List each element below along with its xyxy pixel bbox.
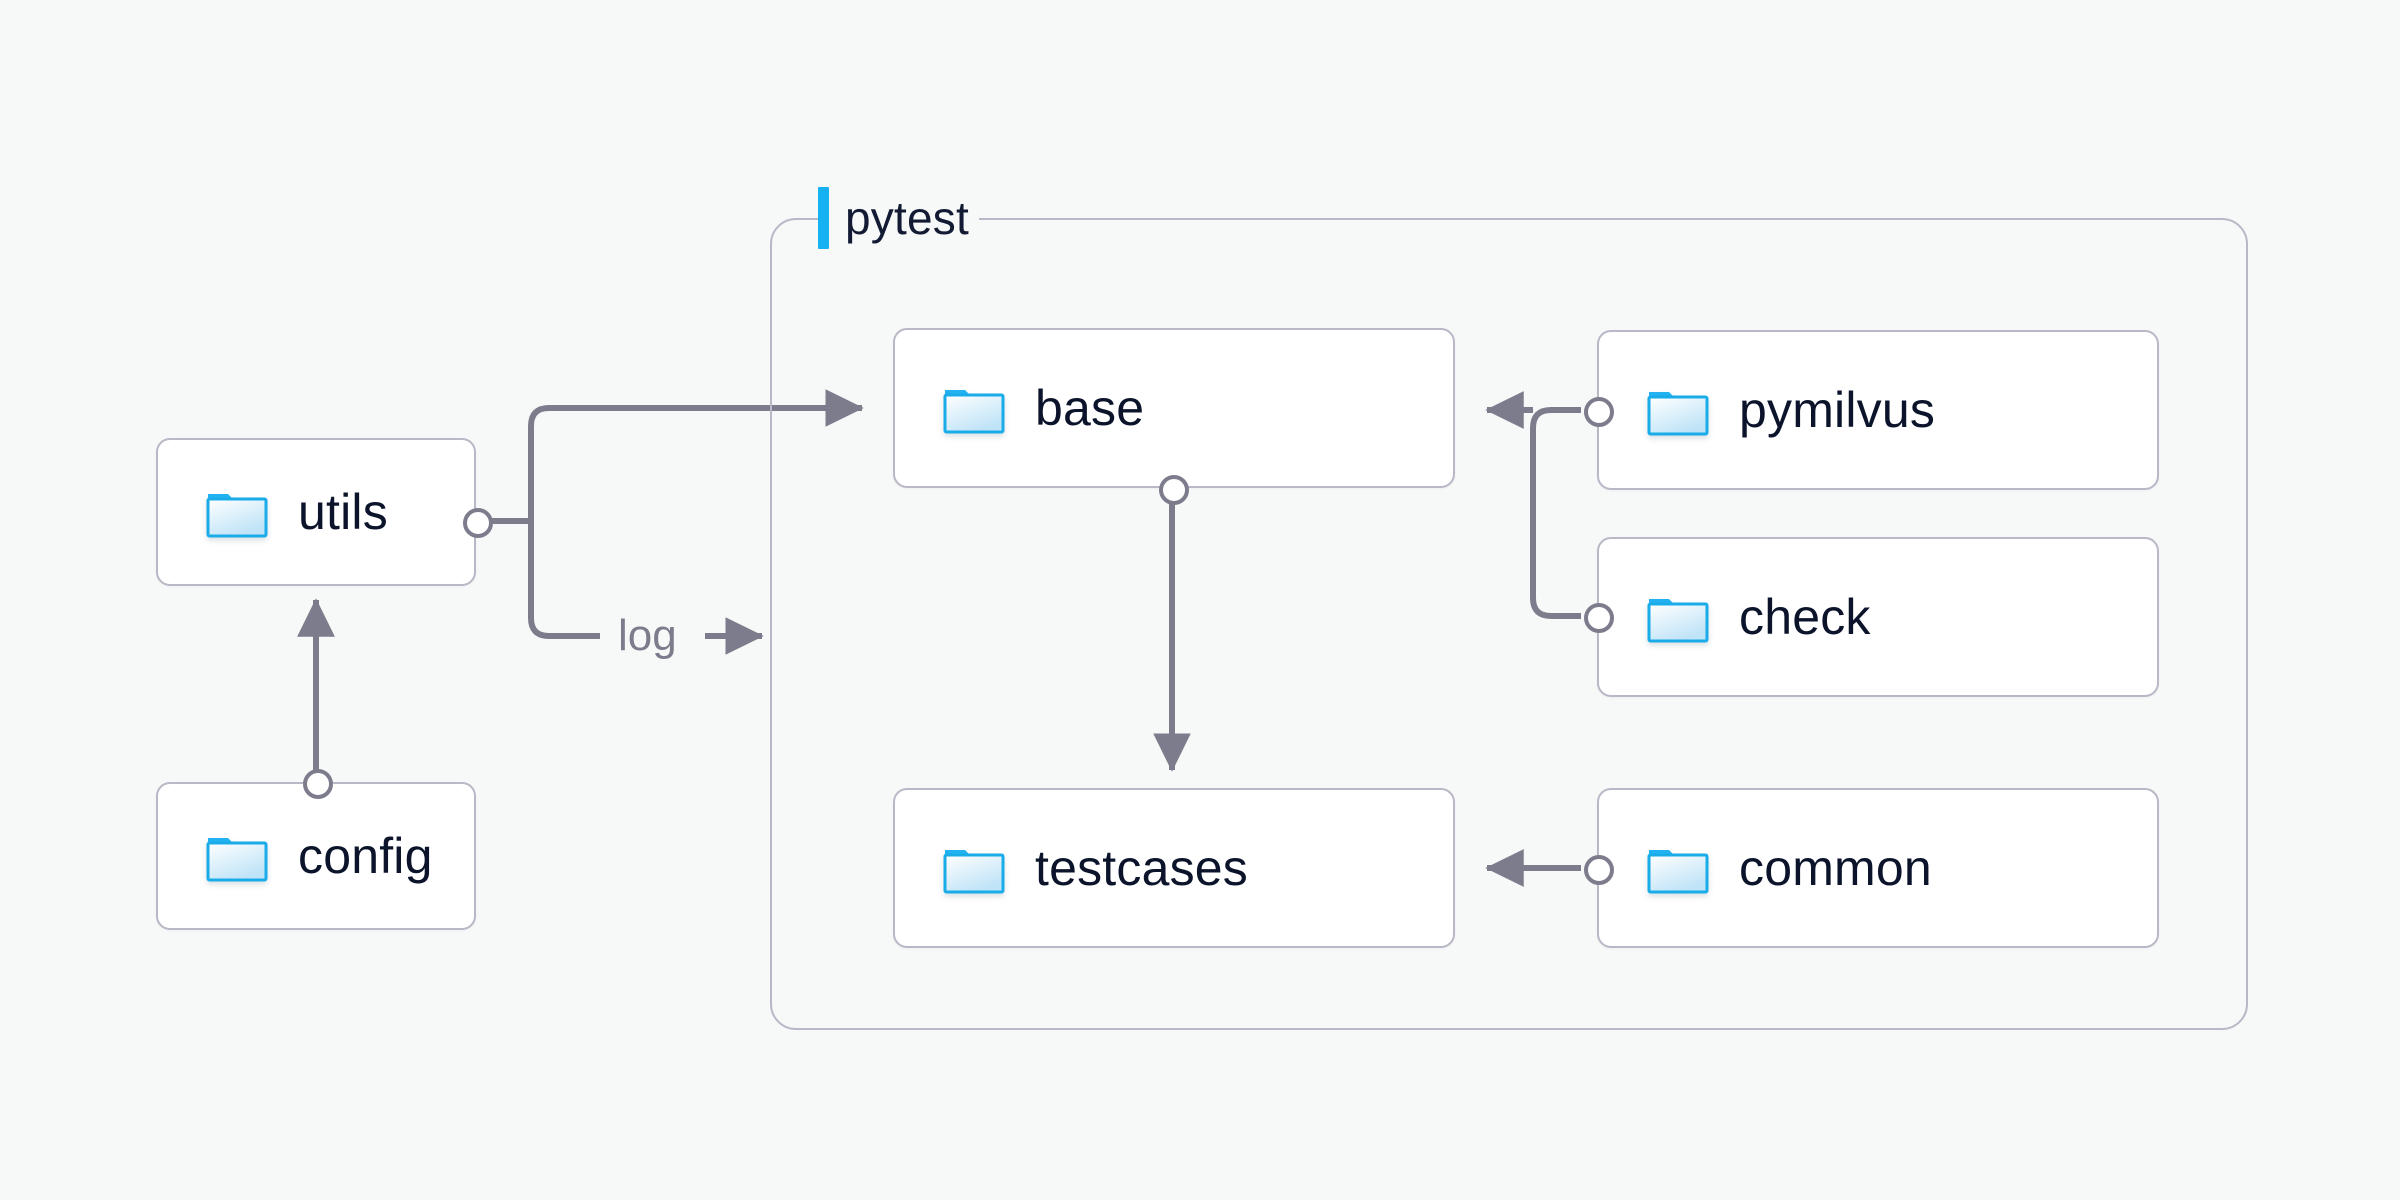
port-config-top[interactable] bbox=[303, 769, 333, 799]
folder-icon bbox=[1647, 599, 1709, 643]
node-check-content: check bbox=[1599, 591, 1871, 643]
group-title: pytest bbox=[845, 192, 969, 244]
node-check-label: check bbox=[1739, 589, 1871, 645]
folder-icon bbox=[1647, 850, 1709, 894]
accent-bar-icon bbox=[818, 187, 829, 249]
folder-icon bbox=[206, 494, 268, 538]
port-pymilvus-left[interactable] bbox=[1584, 397, 1614, 427]
node-utils[interactable]: utils bbox=[156, 438, 493, 586]
folder-icon bbox=[1647, 392, 1709, 436]
edge-label-log: log bbox=[610, 614, 685, 658]
edge-utils-to-log bbox=[528, 521, 600, 639]
node-testcases-label: testcases bbox=[1035, 840, 1249, 896]
node-utils-content: utils bbox=[158, 486, 388, 538]
node-config-label: config bbox=[298, 828, 433, 884]
node-base[interactable]: base bbox=[893, 328, 1455, 505]
node-testcases[interactable]: testcases bbox=[893, 788, 1455, 948]
group-label-pytest[interactable]: pytest bbox=[818, 186, 979, 250]
folder-icon bbox=[943, 850, 1005, 894]
node-common-content: common bbox=[1599, 842, 1932, 894]
folder-icon bbox=[206, 838, 268, 882]
port-base-bottom[interactable] bbox=[1159, 475, 1189, 505]
node-base-content: base bbox=[895, 382, 1144, 434]
node-base-label: base bbox=[1035, 380, 1145, 436]
node-config-content: config bbox=[158, 830, 433, 882]
node-pymilvus-content: pymilvus bbox=[1599, 384, 1935, 436]
node-config[interactable]: config bbox=[156, 769, 476, 930]
node-testcases-content: testcases bbox=[895, 842, 1248, 894]
node-common-label: common bbox=[1739, 840, 1932, 896]
node-pymilvus-label: pymilvus bbox=[1739, 382, 1936, 438]
port-check-left[interactable] bbox=[1584, 603, 1614, 633]
node-common[interactable]: common bbox=[1584, 788, 2159, 948]
node-check[interactable]: check bbox=[1584, 537, 2159, 697]
folder-icon bbox=[943, 390, 1005, 434]
node-utils-label: utils bbox=[298, 484, 388, 540]
group-container-pytest[interactable] bbox=[770, 218, 2248, 1030]
port-utils-right[interactable] bbox=[463, 508, 493, 538]
node-pymilvus[interactable]: pymilvus bbox=[1584, 330, 2159, 490]
port-common-left[interactable] bbox=[1584, 855, 1614, 885]
